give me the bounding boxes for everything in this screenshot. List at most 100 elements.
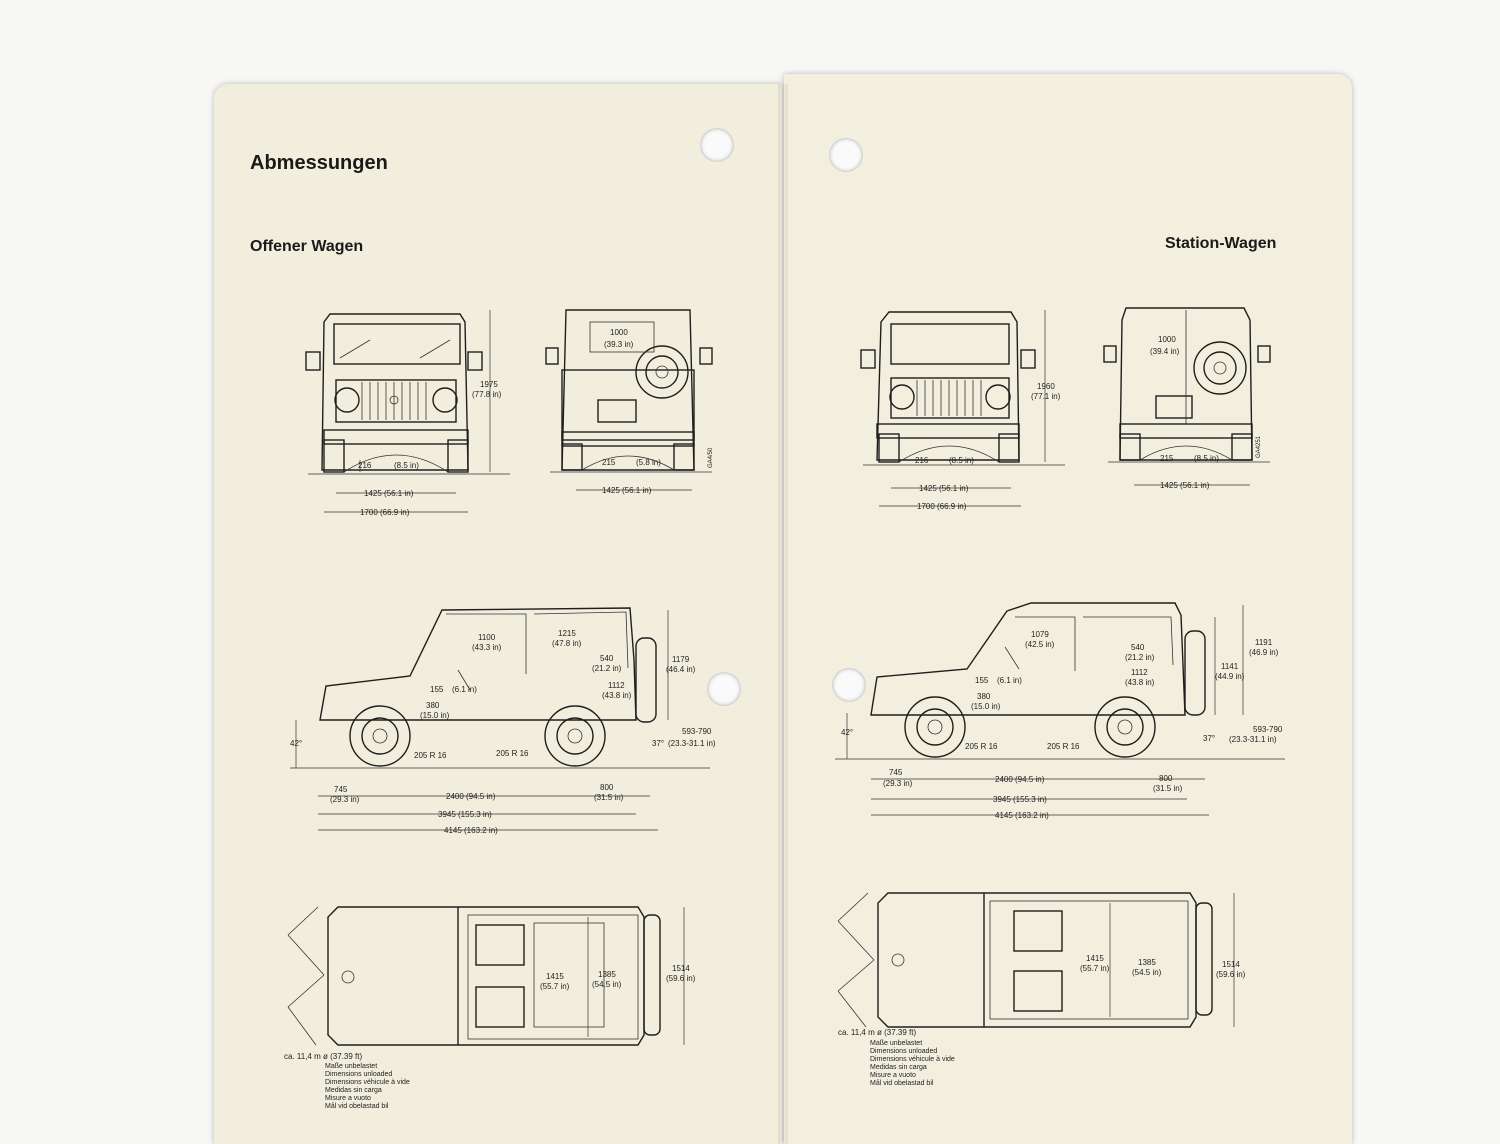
right-front-view-drawing: 1960 (77.1 in) 216 (8.5 in) 1425 (56.1 i… [860, 310, 1065, 511]
right-rear-roof-in: (39.4 in) [1150, 347, 1180, 356]
right-side-h: 1191 [1255, 638, 1273, 647]
left-top-c-in: (59.6 in) [666, 974, 696, 983]
left-rear-track: 1425 (56.1 in) [602, 486, 652, 495]
left-front-width: 1700 (66.9 in) [360, 508, 410, 517]
left-side-length2: 4145 (163.2 in) [444, 826, 498, 835]
left-side-overhang-front: 745 [334, 785, 348, 794]
book-gutter [778, 84, 788, 1144]
right-front-height-label: 1960 [1037, 382, 1055, 391]
left-front-height-in: (77.8 in) [472, 390, 502, 399]
left-side-d-in: (46.4 in) [666, 665, 696, 674]
left-notes: Maße unbelastet Dimensions unloaded Dime… [325, 1063, 410, 1111]
left-side-e-in: (6.1 in) [452, 685, 477, 694]
left-side-overhang-rear-in: (31.5 in) [594, 793, 624, 802]
left-side-f-in: (43.8 in) [602, 691, 632, 700]
left-side-b: 1215 [558, 629, 576, 638]
right-side-view-drawing: 42° 1079 (42.5 in) 540 (21.2 in) 1191 (4… [835, 602, 1285, 820]
right-top-c-in: (59.6 in) [1216, 970, 1246, 979]
left-side-f: 1112 [608, 681, 625, 690]
left-top-view-drawing: 1415 (55.7 in) 1385 (54.5 in) 1514 (59.6… [287, 906, 696, 1046]
right-side-d-in: (44.9 in) [1215, 672, 1245, 681]
right-side-overhang-rear-in: (31.5 in) [1153, 784, 1183, 793]
left-side-b-in: (47.8 in) [552, 639, 582, 648]
left-top-a: 1415 [546, 972, 564, 981]
right-front-width: 1700 (66.9 in) [917, 502, 967, 511]
punch-hole [700, 128, 734, 162]
left-drawing-code: GA4/50 [708, 447, 714, 468]
right-rear-track: 1425 (56.1 in) [1160, 481, 1210, 490]
left-side-d: 1179 [672, 655, 690, 664]
left-side-angle-rear: 37° [652, 739, 664, 748]
right-side-h-in: (46.9 in) [1249, 648, 1279, 657]
right-side-c-in: (21.2 in) [1125, 653, 1155, 662]
right-side-angle-rear: 37° [1203, 734, 1215, 743]
left-side-e: 155 [430, 685, 444, 694]
right-front-clearance: 216 [915, 456, 929, 465]
right-top-b: 1385 [1138, 958, 1156, 967]
right-side-f-in: (43.8 in) [1125, 678, 1155, 687]
punch-hole [829, 138, 863, 172]
right-side-d: 1141 [1221, 662, 1239, 671]
note: Medidas sin carga [870, 1064, 927, 1071]
right-front-clearance-in: (8.5 in) [949, 456, 974, 465]
right-front-track: 1425 (56.1 in) [919, 484, 969, 493]
right-top-a: 1415 [1086, 954, 1104, 963]
left-side-tyre-front: 205 R 16 [414, 751, 447, 760]
right-turning-circle: ca. 11,4 m ø (37.39 ft) [838, 1028, 917, 1037]
right-side-tyre-rear: 205 R 16 [1047, 742, 1080, 751]
left-side-load-in: (23.3-31.1 in) [668, 739, 716, 748]
right-top-a-in: (55.7 in) [1080, 964, 1110, 973]
left-side-tyre-rear: 205 R 16 [496, 749, 529, 758]
note: Maße unbelastet [325, 1063, 378, 1070]
right-side-length1: 3945 (155.3 in) [993, 795, 1047, 804]
left-side-overhang-rear: 800 [600, 783, 614, 792]
note: Mål vid obelastad bil [870, 1080, 934, 1087]
right-side-f: 1112 [1131, 668, 1148, 677]
right-side-g: 380 [977, 692, 991, 701]
right-side-a: 1079 [1031, 630, 1049, 639]
right-side-load: 593-790 [1253, 725, 1283, 734]
left-section-title: Offener Wagen [250, 238, 364, 255]
right-side-overhang-front-in: (29.3 in) [883, 779, 913, 788]
left-side-load: 593-790 [682, 727, 712, 736]
left-top-a-in: (55.7 in) [540, 982, 570, 991]
left-side-c: 540 [600, 654, 614, 663]
right-side-c: 540 [1131, 643, 1145, 652]
left-front-height-label: 1975 [480, 380, 498, 389]
left-front-view-drawing: 1975 (77.8 in) 216 (8.5 in) 1425 (56.1 i… [305, 310, 510, 517]
left-side-length1: 3945 (155.3 in) [438, 810, 492, 819]
right-top-b-in: (54.5 in) [1132, 968, 1162, 977]
right-side-a-in: (42.5 in) [1025, 640, 1055, 649]
right-rear-roof: 1000 [1158, 335, 1176, 344]
note: Dimensions véhicule à vide [870, 1056, 955, 1063]
right-side-length2: 4145 (163.2 in) [995, 811, 1049, 820]
right-section-title: Station-Wagen [1165, 235, 1277, 252]
left-side-g-in: (15.0 in) [420, 711, 450, 720]
left-top-c: 1514 [672, 964, 690, 973]
right-top-c: 1514 [1222, 960, 1240, 969]
left-side-view-drawing: 42° 1100 (43.3 in) 1215 (47.8 in) 540 (2… [290, 607, 716, 835]
left-side-overhang-front-in: (29.3 in) [330, 795, 360, 804]
right-front-height-in: (77.1 in) [1031, 392, 1061, 401]
punch-hole [707, 672, 741, 706]
left-front-track: 1425 (56.1 in) [364, 489, 414, 498]
left-front-clearance-in: (8.5 in) [394, 461, 419, 470]
left-rear-clearance-in: (5.8 in) [636, 458, 661, 467]
left-rear-roof-in: (39.3 in) [604, 340, 634, 349]
note: Medidas sin carga [325, 1087, 382, 1094]
left-side-wheelbase: 2400 (94.5 in) [446, 792, 496, 801]
right-side-e-in: (6.1 in) [997, 676, 1022, 685]
note: Dimensions unloaded [870, 1048, 938, 1055]
left-rear-view-drawing: 1000 (39.3 in) 215 (5.8 in) 1425 (56.1 i… [545, 309, 714, 495]
page-heading: Abmessungen [250, 152, 388, 174]
left-turning-circle: ca. 11,4 m ø (37.39 ft) [284, 1052, 363, 1061]
right-drawing-code: GA4251 [1256, 435, 1262, 458]
right-top-view-drawing: 1415 (55.7 in) 1385 (54.5 in) 1514 (59.6… [837, 892, 1246, 1028]
note: Maße unbelastet [870, 1040, 923, 1047]
note: Misure a vuoto [870, 1072, 916, 1079]
right-notes: Maße unbelastet Dimensions unloaded Dime… [870, 1040, 955, 1088]
left-top-b-in: (54.5 in) [592, 980, 622, 989]
right-side-g-in: (15.0 in) [971, 702, 1001, 711]
right-side-e: 155 [975, 676, 989, 685]
left-side-g: 380 [426, 701, 440, 710]
